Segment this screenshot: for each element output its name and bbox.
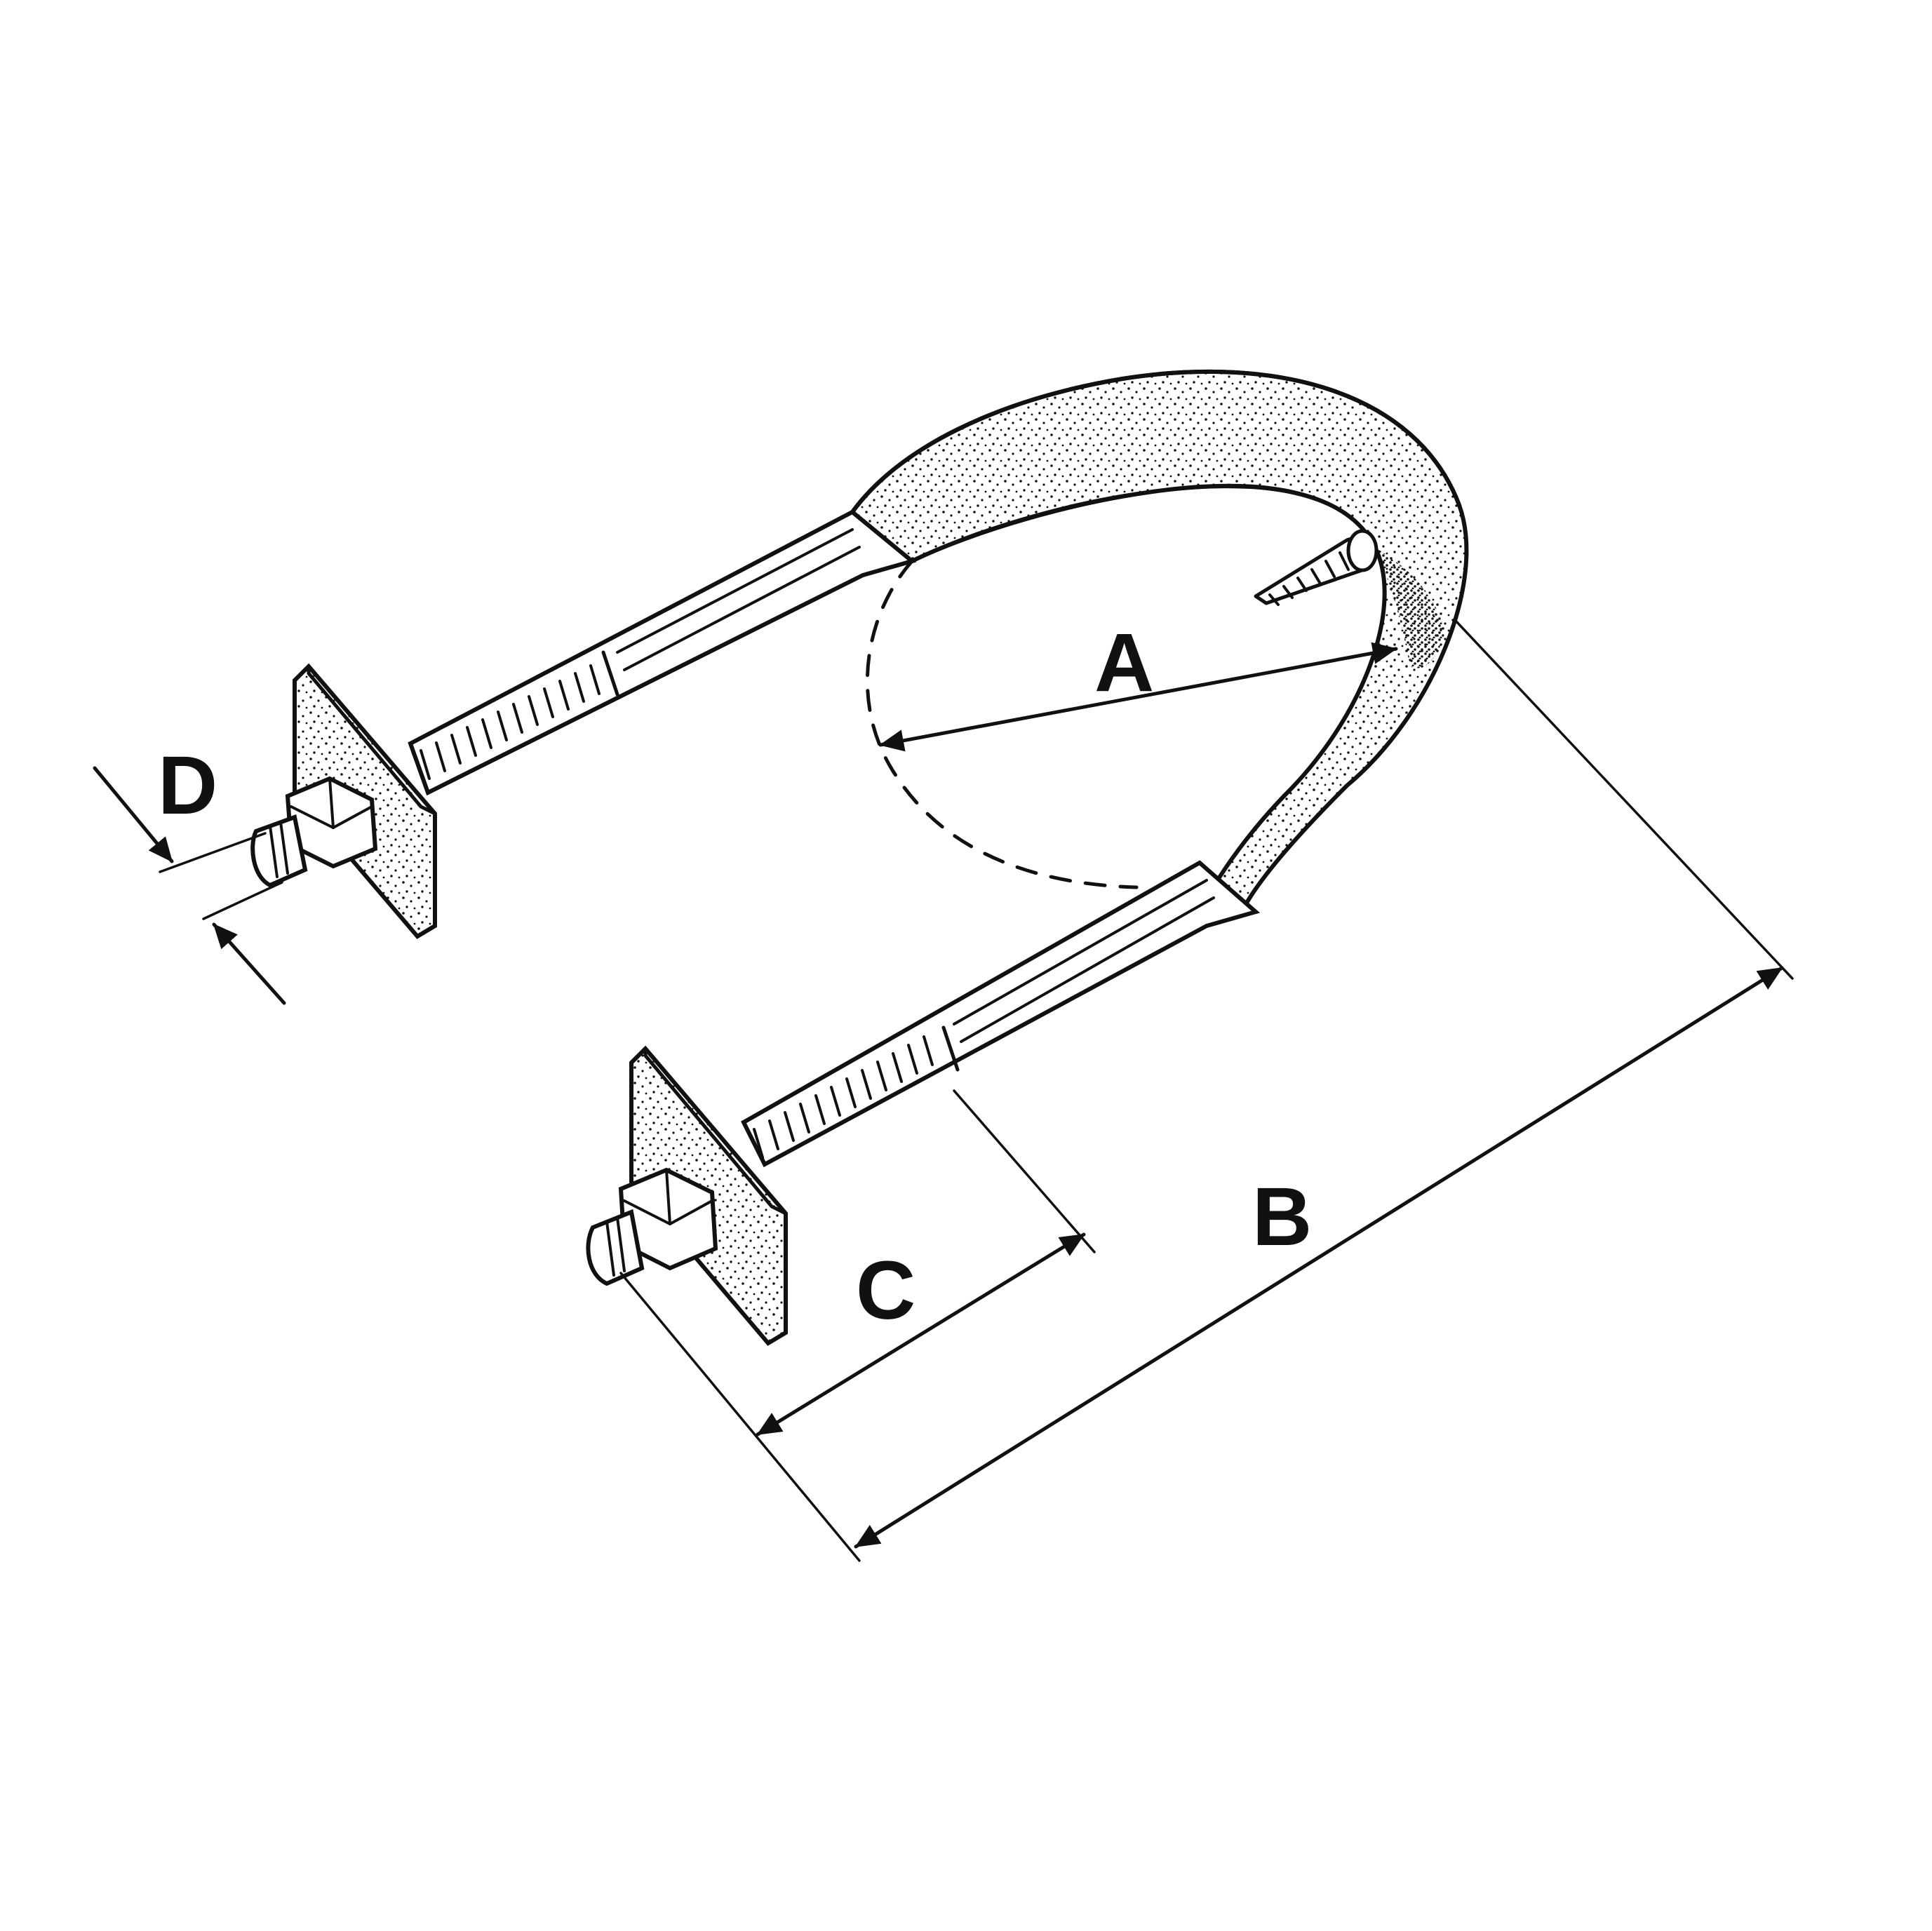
wood-screw xyxy=(1254,529,1378,606)
upper-hex-nut xyxy=(250,776,378,888)
dimension-b: B xyxy=(619,619,1794,1562)
upper-rod xyxy=(408,509,917,796)
dimension-c: C xyxy=(756,1089,1096,1437)
strap-shadow xyxy=(1375,547,1445,668)
dimension-d: D xyxy=(93,739,286,1005)
dimension-c-label: C xyxy=(856,1244,915,1337)
dimension-b-extension-top xyxy=(1454,619,1794,980)
dimension-d-extension-bottom xyxy=(202,881,283,920)
upper-rod-thread xyxy=(420,664,601,780)
pipe-outline-dashed xyxy=(865,559,1139,889)
dimension-d-label: D xyxy=(158,739,217,832)
dimension-d-extension-top xyxy=(159,832,267,873)
dimension-c-line xyxy=(756,1232,1086,1437)
lower-rod-body xyxy=(741,860,1261,1168)
strap-band xyxy=(849,369,1469,914)
dimension-a-line xyxy=(878,642,1398,752)
dimension-d-line-bottom xyxy=(212,922,286,1005)
upper-rod-body xyxy=(408,509,917,796)
dimension-a-label: A xyxy=(1094,617,1154,709)
dimension-b-line xyxy=(854,966,1784,1549)
dimension-b-extension-bottom xyxy=(619,1272,861,1562)
dimension-c-extension xyxy=(953,1089,1096,1253)
clamp-strap xyxy=(849,369,1469,914)
dimension-d-line-top xyxy=(93,766,174,863)
lower-hex-nut xyxy=(586,1167,718,1286)
dimension-a: A xyxy=(878,617,1398,752)
dimension-b-label: B xyxy=(1252,1171,1312,1263)
lower-rod xyxy=(741,860,1261,1168)
